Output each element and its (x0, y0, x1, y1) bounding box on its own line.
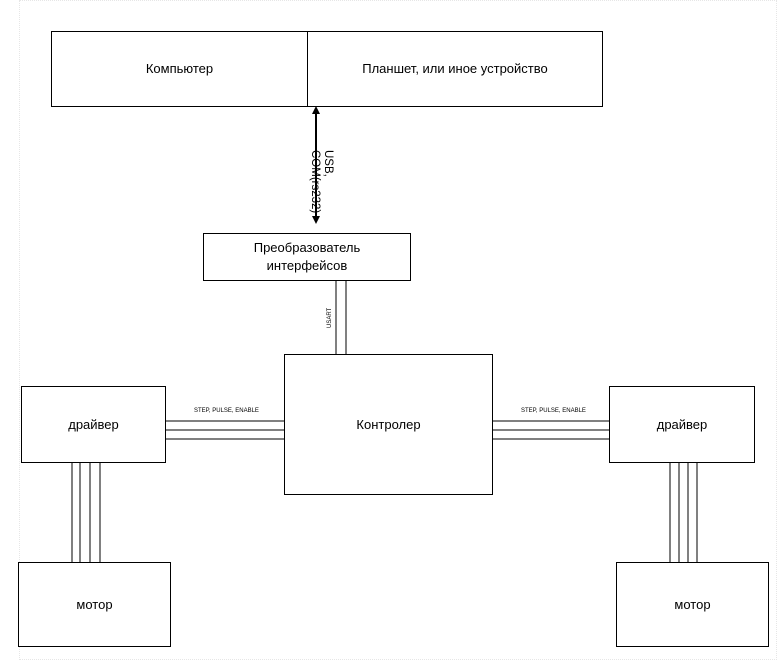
left-driver-box: драйвер (21, 386, 166, 463)
computer-box: Компьютер (51, 31, 308, 107)
usart-label: USART (327, 307, 333, 328)
left-motor-label: мотор (76, 596, 113, 612)
right-bus-label: STEP, PULSE, ENABLE (521, 408, 586, 414)
tablet-box: Планшет, или иное устройство (307, 31, 603, 107)
left-bus-label: STEP, PULSE, ENABLE (194, 408, 259, 414)
host-link-label-line2: COM(rs232) (309, 150, 321, 214)
tablet-label: Планшет, или иное устройство (362, 61, 548, 76)
controller-box: Контролер (284, 354, 493, 495)
left-driver-label: драйвер (68, 416, 119, 432)
right-motor-cable (669, 462, 698, 563)
host-link-label-line1: USB, (322, 150, 334, 177)
computer-label: Компьютер (145, 61, 214, 76)
usart-wire (335, 280, 347, 354)
left-bus-wire (165, 420, 284, 440)
page-border (19, 0, 777, 660)
left-motor-cable (71, 462, 101, 563)
right-motor-box: мотор (616, 562, 769, 647)
right-bus-wire (492, 420, 610, 440)
right-motor-label: мотор (674, 596, 711, 612)
converter-label: Преобразователь интерфейсов (253, 240, 361, 273)
left-motor-box: мотор (18, 562, 171, 647)
controller-label: Контролер (356, 417, 421, 432)
right-driver-box: драйвер (609, 386, 755, 463)
right-driver-label: драйвер (656, 416, 708, 432)
converter-box: Преобразователь интерфейсов (203, 233, 411, 281)
host-link-label: USB, COM(rs232) (308, 150, 334, 213)
